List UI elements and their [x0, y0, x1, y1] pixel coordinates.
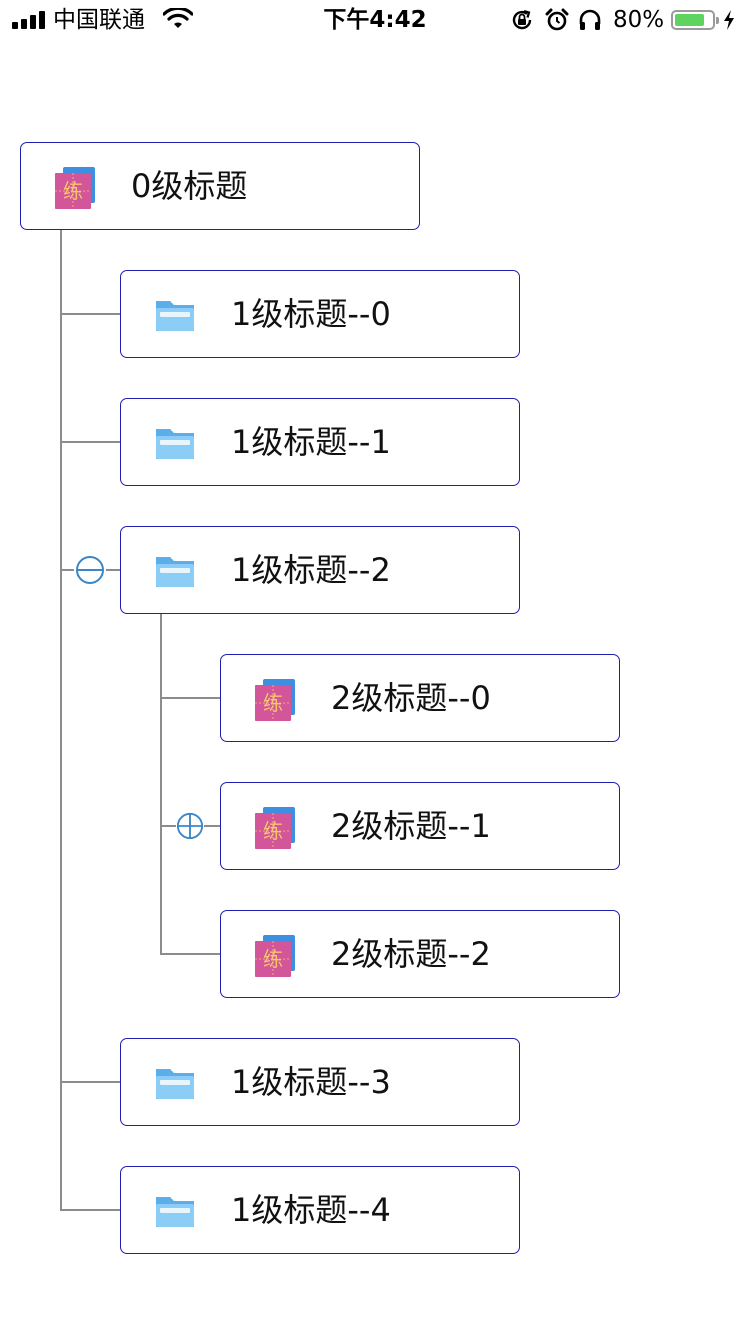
connector-level2-vertical: [160, 613, 162, 955]
folder-icon: [156, 557, 194, 587]
svg-text:练: 练: [263, 947, 283, 971]
folder-icon: [156, 429, 194, 459]
connector-branch: [60, 569, 74, 571]
folder-icon: [156, 1197, 194, 1227]
battery-level: [675, 14, 704, 26]
svg-text:练: 练: [263, 691, 283, 715]
node-label: 1级标题--1: [231, 423, 391, 461]
folder-icon: [156, 301, 194, 331]
signal-icon: [12, 11, 48, 29]
node-label: 2级标题--2: [331, 935, 491, 973]
node-label: 0级标题: [131, 167, 248, 205]
tree-node-level2-1[interactable]: 练 2级标题--1: [220, 782, 620, 870]
node-label: 2级标题--0: [331, 679, 491, 717]
connector-branch: [60, 1209, 120, 1211]
node-label: 1级标题--3: [231, 1063, 391, 1101]
node-label: 1级标题--2: [231, 551, 391, 589]
battery-percentage: 80%: [613, 7, 665, 33]
tree-node-level2-0[interactable]: 练 2级标题--0: [220, 654, 620, 742]
svg-text:练: 练: [263, 819, 283, 843]
carrier-name: 中国联通: [53, 7, 145, 33]
node-label: 1级标题--0: [231, 295, 391, 333]
practice-book-icon: 练: [55, 167, 95, 209]
expand-plus-icon[interactable]: [176, 812, 204, 840]
connector-root-vertical: [60, 229, 62, 1211]
folder-icon: [156, 1069, 194, 1099]
node-label: 2级标题--1: [331, 807, 491, 845]
tree-node-level1-1[interactable]: 1级标题--1: [120, 398, 520, 486]
connector-branch: [60, 1081, 120, 1083]
practice-book-icon: 练: [255, 935, 295, 977]
orientation-lock-icon: [512, 9, 532, 30]
connector-branch: [60, 441, 120, 443]
tree-node-level1-4[interactable]: 1级标题--4: [120, 1166, 520, 1254]
alarm-icon: [545, 8, 569, 31]
collapse-minus-icon[interactable]: [75, 555, 105, 585]
status-time: 下午4:42: [323, 7, 427, 33]
connector-branch: [160, 697, 220, 699]
connector-branch: [60, 313, 120, 315]
tree-node-root[interactable]: 练 0级标题: [20, 142, 420, 230]
tree-node-level1-0[interactable]: 1级标题--0: [120, 270, 520, 358]
node-label: 1级标题--4: [231, 1191, 391, 1229]
wifi-icon: [163, 8, 193, 28]
connector-branch: [204, 825, 220, 827]
headphones-icon: [579, 9, 601, 30]
practice-book-icon: 练: [255, 807, 295, 849]
practice-book-icon: 练: [255, 679, 295, 721]
connector-branch: [160, 953, 220, 955]
status-bar: 中国联通 下午4:42 80%: [0, 0, 750, 40]
tree-node-level1-3[interactable]: 1级标题--3: [120, 1038, 520, 1126]
connector-branch: [106, 569, 120, 571]
battery-icon: [671, 10, 719, 30]
charging-bolt-icon: [724, 10, 734, 30]
tree-node-level2-2[interactable]: 练 2级标题--2: [220, 910, 620, 998]
connector-branch: [160, 825, 176, 827]
svg-text:练: 练: [63, 179, 83, 203]
tree-node-level1-2[interactable]: 1级标题--2: [120, 526, 520, 614]
